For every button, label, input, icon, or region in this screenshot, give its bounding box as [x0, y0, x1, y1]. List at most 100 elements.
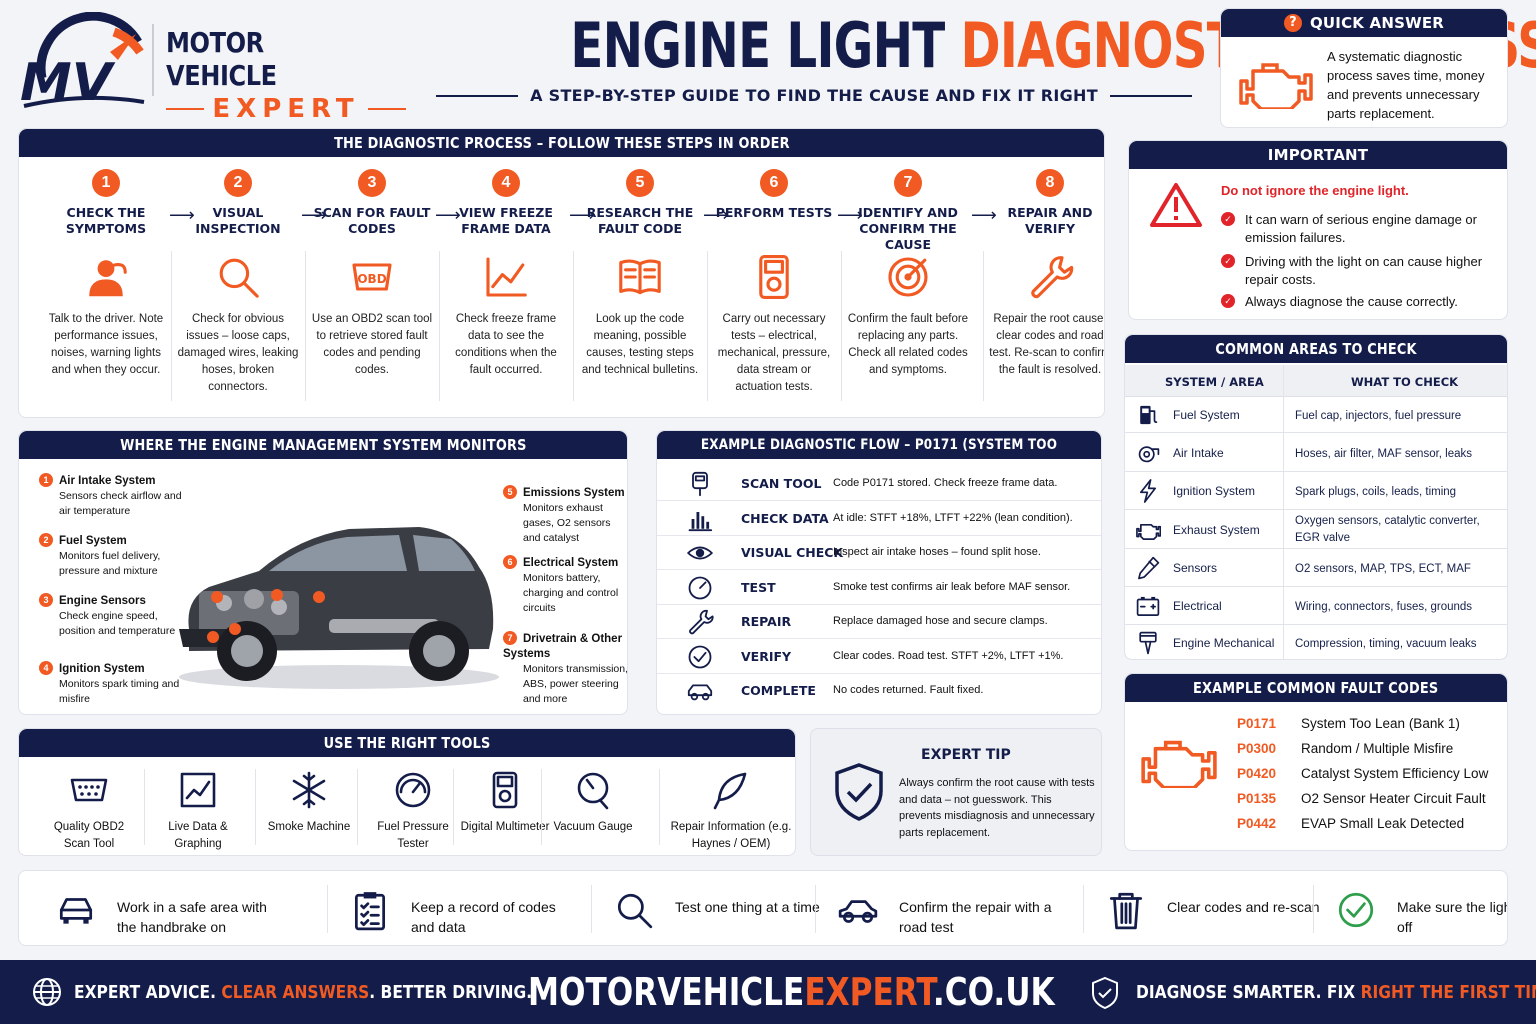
- feather-pen-icon: [713, 772, 747, 810]
- warning-triangle-icon: [1150, 183, 1202, 227]
- monitor-name: Engine Sensors: [59, 595, 146, 607]
- flow-step-text: Code P0171 stored. Check freeze frame da…: [833, 477, 1058, 489]
- tool-item: Quality OBD2 Scan Tool: [41, 769, 137, 853]
- area-system: Sensors: [1173, 561, 1218, 575]
- brand-name: MOTOR VEHICLE EXPERT: [166, 26, 406, 124]
- shield-check-icon: [1092, 976, 1118, 1010]
- car-front-icon: [59, 898, 93, 924]
- svg-text:OBD: OBD: [357, 272, 386, 286]
- common-areas-card: COMMON AREAS TO CHECK SYSTEM / AREA WHAT…: [1124, 334, 1508, 660]
- question-icon: ?: [1283, 14, 1302, 32]
- area-check: Spark plugs, coils, leads, timing: [1295, 486, 1457, 498]
- monitor-desc: Monitors fuel delivery, pressure and mix…: [59, 550, 161, 577]
- page-title: ENGINE LIGHT DIAGNOSTIC PROCESS: [432, 9, 1536, 82]
- flow-step-name: TEST: [741, 579, 776, 595]
- globe-icon: [33, 978, 61, 1006]
- fault-code: P0135: [1237, 791, 1277, 806]
- step-title: RESEARCH THE FAULT CODE: [586, 205, 694, 236]
- fault-code-desc: System Too Lean (Bank 1): [1301, 716, 1460, 731]
- step-description: Repair the root cause, clear codes and r…: [989, 313, 1105, 376]
- turbo-icon: [1138, 445, 1160, 462]
- safety-tip: Keep a record of codes and data: [349, 871, 589, 945]
- fault-code-desc: Random / Multiple Misfire: [1301, 741, 1454, 756]
- important-card: IMPORTANT Do not ignore the engine light…: [1128, 140, 1508, 320]
- area-check: Oxygen sensors, catalytic converter, EGR…: [1295, 515, 1480, 544]
- brand-divider: [152, 24, 154, 96]
- step-number: 8: [1036, 169, 1064, 197]
- arrow-right-icon: ⟶: [301, 205, 327, 225]
- clipboard-icon: [354, 892, 386, 931]
- footer-website-link[interactable]: MOTORVEHICLEEXPERT.CO.UK: [528, 970, 1055, 1014]
- brand-name-top: MOTOR VEHICLE: [166, 26, 277, 92]
- expert-tip-text: Always confirm the root cause with tests…: [899, 777, 1095, 839]
- trash-icon: [1109, 892, 1143, 930]
- area-check: Compression, timing, vacuum leaks: [1295, 638, 1477, 650]
- area-system: Engine Mechanical: [1173, 636, 1275, 650]
- tool-label: Fuel Pressure Tester: [377, 821, 449, 850]
- flow-step-text: No codes returned. Fault fixed.: [833, 684, 984, 696]
- magnifier-icon: [219, 258, 259, 298]
- tools-card: USE THE RIGHT TOOLS Quality OBD2 Scan To…: [18, 728, 796, 856]
- safety-tip: Confirm the repair with a road test: [837, 871, 1077, 945]
- car-side-icon: [838, 900, 878, 923]
- step-title: SCAN FOR FAULT CODES: [313, 205, 431, 236]
- arrow-right-icon: ⟶: [569, 205, 595, 225]
- arrow-right-icon: ⟶: [435, 205, 461, 225]
- vacuum-gauge-icon: [577, 772, 609, 810]
- bar-chart-icon: [688, 511, 713, 531]
- step-number: 5: [626, 169, 654, 197]
- tool-label: Digital Multimeter: [460, 821, 550, 833]
- flow-step-text: Replace damaged hose and secure clamps.: [833, 615, 1048, 627]
- monitor-name: Fuel System: [59, 535, 127, 547]
- monitor-name: Emissions System: [523, 487, 625, 499]
- tool-item: Fuel Pressure Tester: [363, 769, 463, 853]
- step-description: Check for obvious issues – loose caps, d…: [177, 313, 299, 393]
- step-description: Talk to the driver. Note performance iss…: [48, 313, 164, 376]
- title-part1: ENGINE LIGHT: [570, 9, 945, 82]
- fault-code-desc: EVAP Small Leak Detected: [1301, 816, 1465, 831]
- process-card: THE DIAGNOSTIC PROCESS – FOLLOW THESE ST…: [18, 128, 1105, 418]
- step-number: 2: [224, 169, 252, 197]
- sensor-icon: [1138, 556, 1160, 580]
- pressure-gauge-icon: [395, 772, 431, 808]
- logo-mv-icon: MV: [20, 11, 145, 113]
- flow-step-name: CHECK DATA: [741, 510, 829, 526]
- page-subtitle: A STEP-BY-STEP GUIDE TO FIND THE CAUSE A…: [436, 86, 1193, 105]
- area-system: Electrical: [1173, 599, 1222, 613]
- step-title: IDENTIFY AND CONFIRM THE CAUSE: [858, 205, 958, 252]
- monitor-number: 1: [39, 473, 53, 487]
- monitor-name: Ignition System: [59, 663, 145, 675]
- arrow-right-icon: ⟶: [837, 205, 863, 225]
- diagnostic-flow-card: EXAMPLE DIAGNOSTIC FLOW – P0171 (SYSTEM …: [656, 430, 1102, 715]
- expert-tip-heading: EXPERT TIP: [921, 747, 1011, 763]
- piston-icon: [1139, 631, 1157, 655]
- quick-answer-card: ? QUICK ANSWER A systematic diagnostic p…: [1220, 8, 1508, 128]
- area-system: Fuel System: [1173, 408, 1240, 422]
- flow-step-name: VISUAL CHECK: [741, 545, 844, 560]
- arrow-right-icon: ⟶: [971, 205, 997, 225]
- monitor-number: 4: [39, 661, 53, 675]
- car-icon: [687, 684, 713, 701]
- fault-code: P0420: [1237, 766, 1277, 781]
- area-system: Air Intake: [1173, 445, 1224, 460]
- battery-icon: [1136, 596, 1160, 616]
- area-check: Fuel cap, injectors, fuel pressure: [1295, 410, 1462, 422]
- multimeter-icon: [492, 771, 518, 809]
- lightning-icon: [1140, 479, 1156, 503]
- areas-row: Fuel System Fuel cap, injectors, fuel pre…: [1125, 397, 1507, 433]
